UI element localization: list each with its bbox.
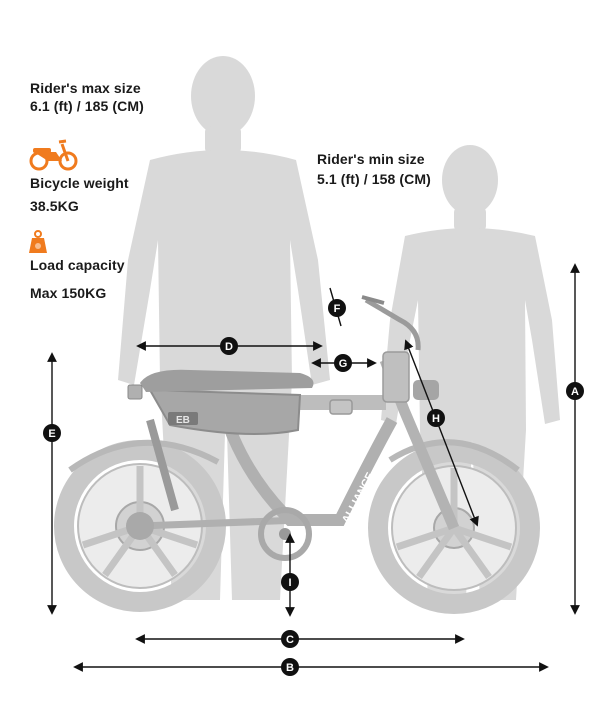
weight-label: Bicycle weight [30,175,129,191]
svg-text:H: H [432,413,440,425]
load-value: Max 150KG [30,285,107,301]
dim-label-i: I [281,573,299,591]
svg-text:I: I [288,577,291,589]
ebike-illustration: EB ALLIANCE [54,295,540,614]
dim-label-h: H [427,409,445,427]
dim-label-c: C [281,630,299,648]
dim-label-g: G [334,354,352,372]
svg-text:C: C [286,634,294,646]
load-label: Load capacity [30,257,125,273]
min-size-label: Rider's min size [317,151,425,167]
max-size-value: 6.1 (ft) / 185 (CM) [30,98,144,114]
svg-text:E: E [48,428,55,440]
svg-text:EB: EB [176,415,190,426]
weight-icon [28,230,48,254]
min-size-value: 5.1 (ft) / 158 (CM) [317,171,431,187]
dim-label-f: F [328,299,346,317]
dim-label-a: A [566,382,584,400]
dimension-labels: A B C D E F G H I [43,299,584,676]
dim-label-b: B [281,658,299,676]
dim-label-e: E [43,424,61,442]
svg-text:B: B [286,662,294,674]
svg-text:A: A [571,386,579,398]
svg-text:D: D [225,341,233,353]
svg-text:F: F [334,303,341,315]
weight-value: 38.5KG [30,198,79,214]
dim-label-d: D [220,337,238,355]
svg-text:G: G [339,358,348,370]
dim-line-h [404,339,479,527]
bicycle-icon [28,136,78,172]
max-size-label: Rider's max size [30,80,141,96]
